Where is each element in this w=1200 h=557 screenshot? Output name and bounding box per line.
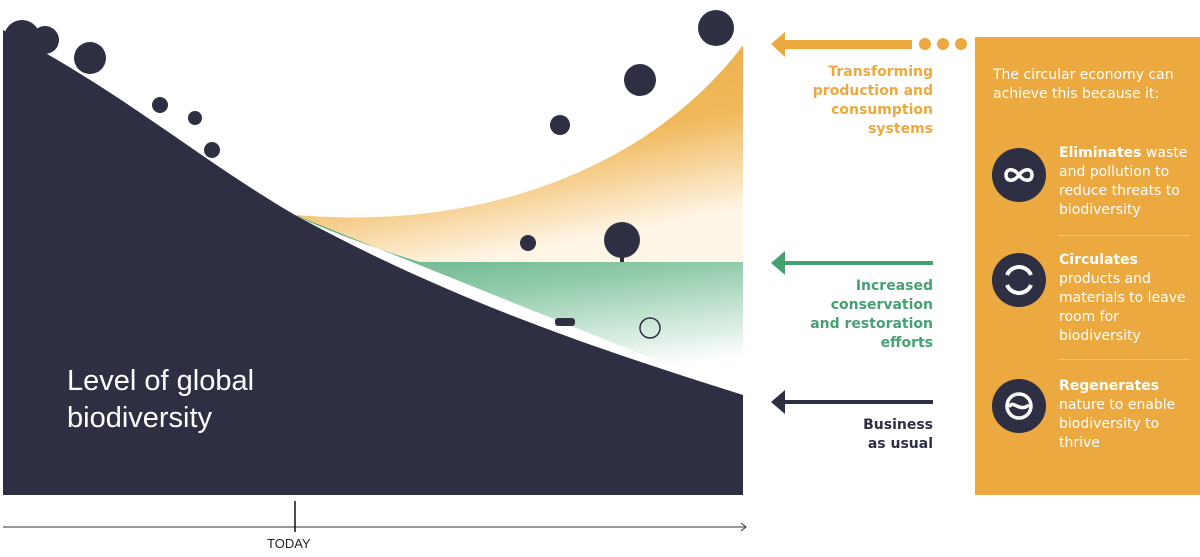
today-label: TODAY bbox=[267, 536, 311, 551]
label-line: as usual bbox=[867, 436, 933, 452]
label-line: systems bbox=[868, 121, 933, 137]
business-as-usual-arrow bbox=[771, 390, 933, 414]
panel-item-text: Eliminates waste and pollution to reduce… bbox=[1059, 144, 1199, 220]
transforming-arrow bbox=[771, 32, 967, 57]
item-bold: Regenerates bbox=[1059, 378, 1160, 394]
label-line: efforts bbox=[880, 335, 933, 351]
business-as-usual-area bbox=[3, 30, 743, 495]
main-label: Level of global biodiversity bbox=[67, 363, 254, 437]
label-line: conservation bbox=[830, 297, 933, 313]
divider bbox=[1058, 359, 1190, 360]
item-text: waste and pollution to reduce threats to… bbox=[1059, 145, 1188, 218]
panel-item-text: Circulates products and materials to lea… bbox=[1059, 251, 1199, 346]
item-text: nature to enable biodiversity to thrive bbox=[1059, 397, 1176, 451]
conservation-arrow bbox=[771, 251, 933, 275]
panel-item-text: Regenerates nature to enable biodiversit… bbox=[1059, 377, 1199, 453]
main-label-line: Level of global bbox=[67, 365, 255, 397]
label-line: production and bbox=[812, 83, 933, 99]
circular-arrows-icon bbox=[992, 253, 1046, 307]
transforming-label: Transforming production and consumption … bbox=[733, 63, 933, 139]
panel-intro: The circular economy can achieve this be… bbox=[993, 67, 1174, 102]
regenerate-icon bbox=[992, 379, 1046, 433]
conservation-scenario-area bbox=[295, 215, 743, 395]
tree-silhouettes bbox=[4, 10, 734, 339]
label-line: Transforming bbox=[828, 64, 933, 80]
conservation-label: Increased conservation and restoration e… bbox=[733, 277, 933, 353]
infinity-icon bbox=[992, 148, 1046, 202]
time-axis-arrowhead bbox=[740, 522, 747, 532]
item-text: products and materials to leave room for… bbox=[1059, 271, 1186, 344]
transforming-scenario-area bbox=[295, 45, 743, 262]
item-bold: Circulates bbox=[1059, 252, 1139, 268]
label-line: Business bbox=[863, 417, 933, 433]
label-line: Increased bbox=[855, 278, 933, 294]
main-label-line: biodiversity bbox=[67, 402, 213, 434]
label-line: and restoration bbox=[810, 316, 933, 332]
label-line: consumption bbox=[831, 102, 933, 118]
item-bold: Eliminates bbox=[1059, 145, 1142, 161]
divider bbox=[1058, 235, 1190, 236]
circular-economy-panel: The circular economy can achieve this be… bbox=[975, 37, 1200, 495]
business-as-usual-label: Business as usual bbox=[733, 416, 933, 454]
